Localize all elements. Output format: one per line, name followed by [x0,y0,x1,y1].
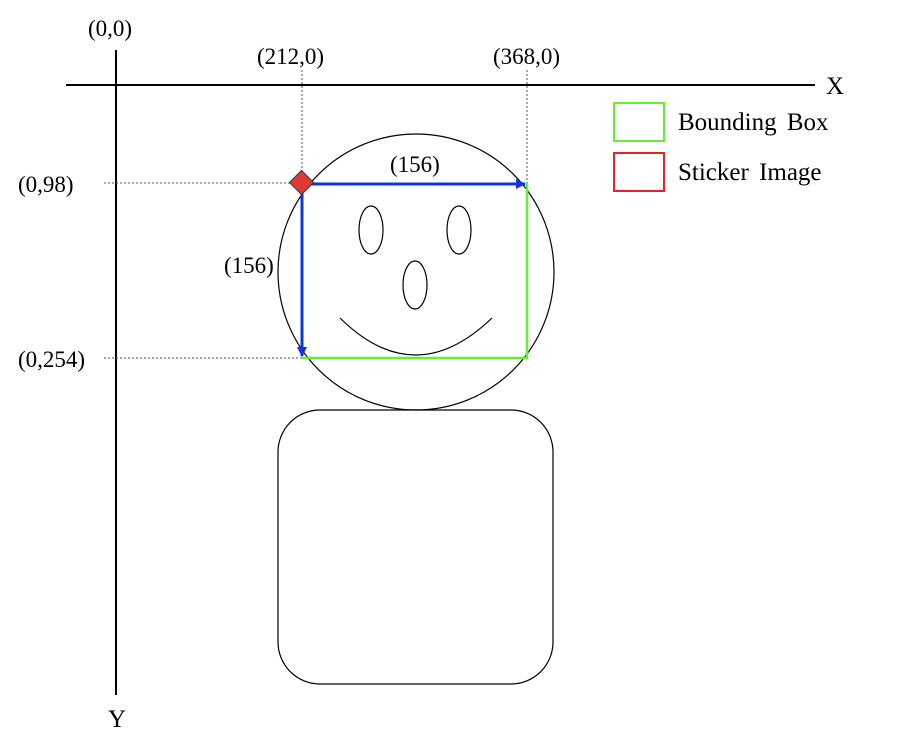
mouth [339,317,493,356]
x-start-label: (212,0) [257,44,324,69]
legend-swatch-bounding-box [613,102,665,142]
x-axis-label: X [826,73,844,100]
legend-label-sticker-image: Sticker Image [678,159,822,186]
left-eye [358,205,384,255]
sticker-body [277,409,554,685]
origin-label: (0,0) [88,16,132,41]
nose [402,260,428,310]
bounding-box [302,183,529,360]
legend-label-bounding-box: Bounding Box [678,109,829,136]
right-eye [446,205,472,255]
height-label: (156) [224,253,274,278]
legend-swatch-sticker-image [613,152,665,192]
x-end-label: (368,0) [493,44,560,69]
width-label: (156) [390,152,440,177]
corner-marker [288,169,315,196]
y-start-label: (0,98) [18,172,74,197]
y-end-label: (0,254) [18,347,85,372]
y-axis-label: Y [108,706,126,733]
